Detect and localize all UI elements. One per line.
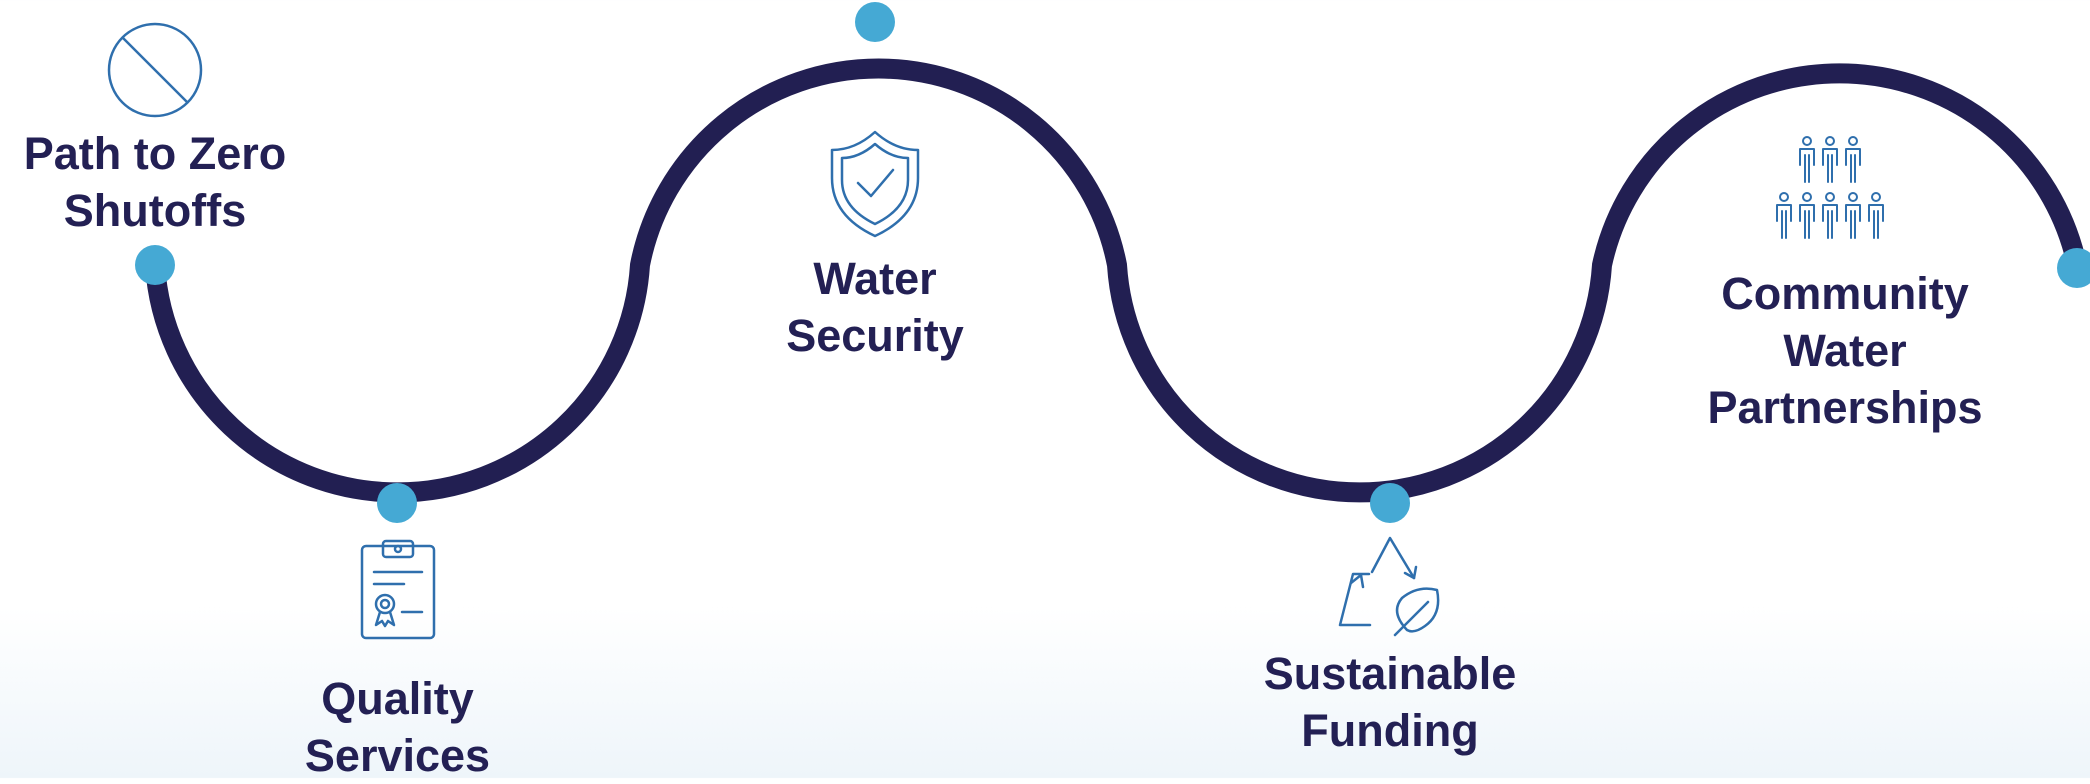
label-line: Path to Zero bbox=[23, 128, 287, 179]
path-node-1 bbox=[135, 245, 175, 285]
shield-check-icon bbox=[830, 130, 920, 238]
milestone-label-quality-services: Quality Services bbox=[250, 670, 545, 784]
people-group-icon bbox=[1776, 136, 1884, 239]
certificate-clipboard-icon bbox=[360, 539, 436, 640]
label-line: Community bbox=[1721, 268, 1969, 319]
label-line: Services bbox=[304, 730, 491, 781]
path-node-3 bbox=[855, 2, 895, 42]
label-line: Sustainable bbox=[1263, 648, 1517, 699]
milestone-label-sustainable-funding: Sustainable Funding bbox=[1210, 645, 1570, 759]
label-line: Water bbox=[813, 253, 937, 304]
label-line: Shutoffs bbox=[63, 185, 247, 236]
milestone-label-community-water-partnerships: Community Water Partnerships bbox=[1660, 265, 2030, 436]
label-line: Security bbox=[786, 310, 964, 361]
label-line: Partnerships bbox=[1707, 382, 1983, 433]
milestone-label-path-to-zero-shutoffs: Path to Zero Shutoffs bbox=[10, 125, 300, 239]
path-node-2 bbox=[377, 483, 417, 523]
milestone-label-water-security: Water Security bbox=[720, 250, 1030, 364]
prohibited-circle-icon bbox=[107, 22, 203, 118]
label-line: Quality bbox=[321, 673, 474, 724]
path-node-5 bbox=[2057, 248, 2090, 288]
label-line: Funding bbox=[1301, 705, 1479, 756]
winding-path bbox=[145, 58, 2087, 503]
path-node-4 bbox=[1370, 483, 1410, 523]
label-line: Water bbox=[1783, 325, 1907, 376]
recycle-leaf-icon bbox=[1338, 536, 1440, 637]
